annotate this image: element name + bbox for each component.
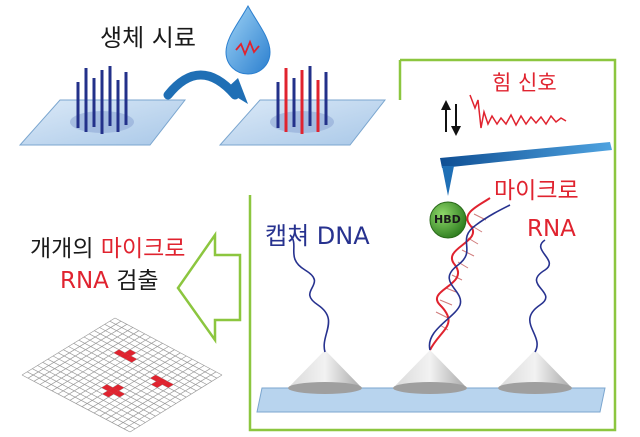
- detected-cell: [107, 387, 119, 394]
- detected-cell: [101, 384, 113, 391]
- detected-cell: [102, 390, 114, 398]
- grid-line: [114, 317, 223, 376]
- individual-detection-line1: 개개의 마이크로: [30, 238, 185, 261]
- individual-rna: RNA: [60, 268, 109, 294]
- capture-strand-3: [528, 239, 551, 353]
- hbd-label: HBD: [434, 213, 461, 226]
- grid-line: [94, 330, 202, 388]
- detected-cell: [162, 381, 174, 388]
- detail-panel: [248, 58, 617, 432]
- grid-line: [99, 327, 207, 385]
- chip-after: [218, 66, 387, 146]
- microrna-label-line2: RNA: [527, 216, 576, 242]
- bio-sample-label: 생체 시료: [100, 24, 196, 52]
- grid-line: [83, 336, 192, 395]
- detected-cell: [150, 375, 162, 382]
- grid-line: [117, 368, 211, 426]
- detection-grid: [21, 317, 223, 433]
- capture-strand-1: [289, 234, 330, 353]
- detected-cell: [151, 381, 163, 388]
- detected-cell: [113, 390, 125, 398]
- detected-cell: [125, 356, 137, 363]
- grid-line: [105, 362, 199, 420]
- transfer-arrow: [163, 70, 248, 104]
- cone-1: [288, 350, 362, 394]
- chip-before: [18, 66, 187, 146]
- force-signal-label: 힘 신호: [492, 71, 557, 95]
- grid-line: [123, 371, 217, 430]
- detected-cell: [113, 349, 125, 356]
- hbd-probe: [429, 201, 467, 239]
- double-helix: [428, 197, 511, 351]
- cone-2: [393, 350, 467, 394]
- grid-line: [111, 365, 205, 423]
- capture-dna-label: 캡쳐 DNA: [265, 222, 370, 250]
- cone-3: [498, 350, 572, 394]
- up-down-arrows-icon: [441, 100, 461, 136]
- detected-cell: [112, 384, 124, 391]
- base-slide: [256, 387, 606, 413]
- grid-line: [89, 333, 197, 392]
- individual-detect: 검출: [108, 268, 159, 294]
- detected-cell: [119, 352, 131, 360]
- grid-line: [129, 374, 223, 433]
- result-arrow: [176, 231, 242, 344]
- individual-prefix: 개개의: [30, 236, 101, 262]
- microrna-label-line1: 마이크로: [494, 178, 579, 204]
- detected-cell: [124, 349, 137, 356]
- individual-microrna: 마이크로: [100, 236, 186, 262]
- grid-line: [104, 324, 212, 382]
- afm-cantilever: [440, 142, 612, 196]
- grid-line: [109, 320, 218, 379]
- grid-line: [78, 339, 187, 398]
- force-signal-trace: [469, 94, 567, 129]
- water-drop-icon: [225, 4, 271, 75]
- individual-detection-line2: RNA 검출: [60, 270, 159, 293]
- detected-cell: [156, 378, 168, 385]
